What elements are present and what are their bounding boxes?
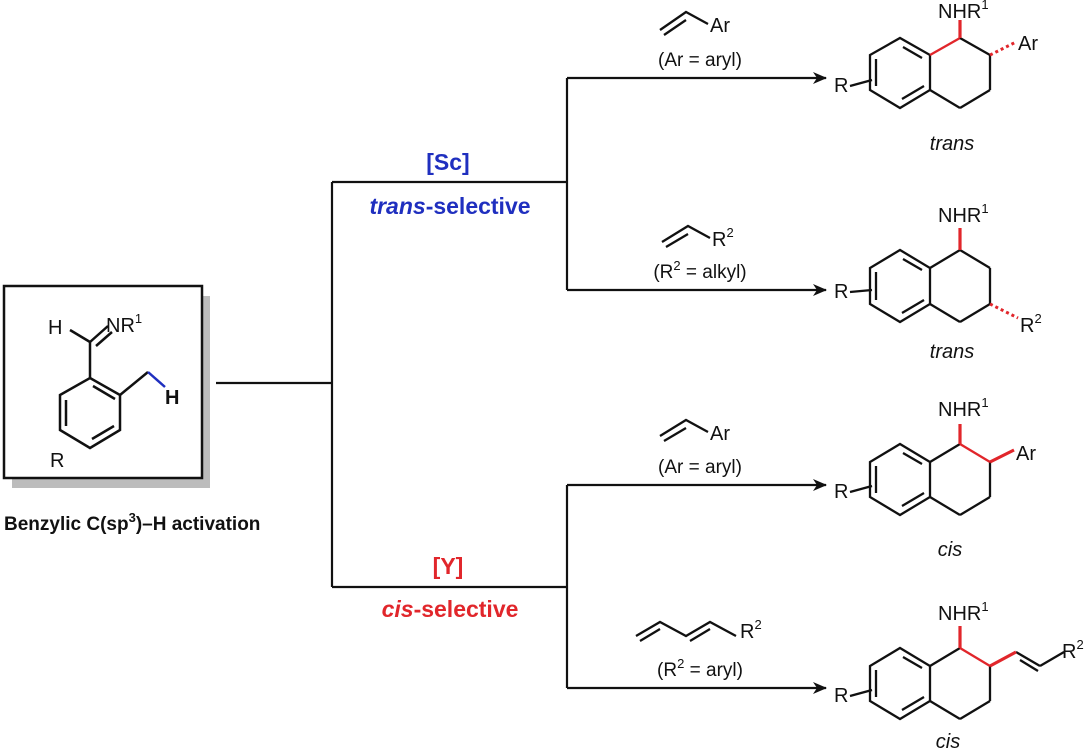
route-1-reagent: Ar (Ar = aryl) <box>658 10 742 71</box>
benzylic-h-label: H <box>165 387 179 409</box>
route-3-product: NHR1 R Ar cis <box>834 395 1036 561</box>
route-1-condition: (Ar = aryl) <box>658 50 742 71</box>
route-4-product-amine: NHR1 <box>938 599 989 625</box>
route-3-product-r: R <box>834 481 848 503</box>
imine-n-label: NR1 <box>106 311 142 337</box>
route-4-reagent-r: R2 <box>740 617 762 643</box>
imine-h-label: H <box>48 317 62 339</box>
route-2-stereo: trans <box>930 341 974 363</box>
ring-r-label: R <box>50 450 64 472</box>
route-2-product-amine: NHR1 <box>938 201 989 227</box>
route-3-reagent: Ar (Ar = aryl) <box>658 418 742 478</box>
substrate-caption: Benzylic C(sp3)–H activation <box>4 510 260 535</box>
route-1-product: NHR1 R Ar trans <box>834 0 1038 155</box>
route-3-stereo: cis <box>938 539 962 561</box>
sc-catalyst-label: [Sc] <box>426 149 469 175</box>
route-2-condition: (R2 = alkyl) <box>653 258 746 283</box>
sc-selectivity-label: trans-selective <box>369 193 530 219</box>
route-4-condition: (R2 = aryl) <box>657 656 743 681</box>
route-2-product: NHR1 R R2 trans <box>834 201 1042 363</box>
route-2-product-r: R <box>834 281 848 303</box>
route-4-stereo: cis <box>936 731 960 753</box>
route-1-product-r: R <box>834 75 848 97</box>
route-1-stereo: trans <box>930 133 974 155</box>
y-catalyst-label: [Y] <box>433 553 464 579</box>
route-4-product-r: R <box>834 685 848 707</box>
route-2-reagent-r: R2 <box>712 225 734 251</box>
route-4-product: NHR1 R R2 cis <box>834 599 1084 753</box>
substrate-structure <box>58 325 166 450</box>
route-3-product-amine: NHR1 <box>938 395 989 421</box>
route-2-reagent: R2 (R2 = alkyl) <box>653 224 747 283</box>
route-3-reagent-ar: Ar <box>710 423 730 445</box>
route-4-product-r2: R2 <box>1062 637 1084 663</box>
route-4-reagent: R2 (R2 = aryl) <box>635 617 762 681</box>
route-3-condition: (Ar = aryl) <box>658 457 742 478</box>
route-2-product-r2: R2 <box>1020 311 1042 337</box>
y-selectivity-label: cis-selective <box>382 596 519 622</box>
substrate-box: H NR1 R H <box>2 284 210 488</box>
branch-lines <box>216 78 569 688</box>
route-1-product-ar: Ar <box>1018 33 1038 55</box>
route-3-product-ar: Ar <box>1016 443 1036 465</box>
arrows <box>567 72 827 694</box>
route-1-product-amine: NHR1 <box>938 0 989 23</box>
route-1-reagent-ar: Ar <box>710 15 730 37</box>
substrate-box-frame <box>2 284 204 480</box>
